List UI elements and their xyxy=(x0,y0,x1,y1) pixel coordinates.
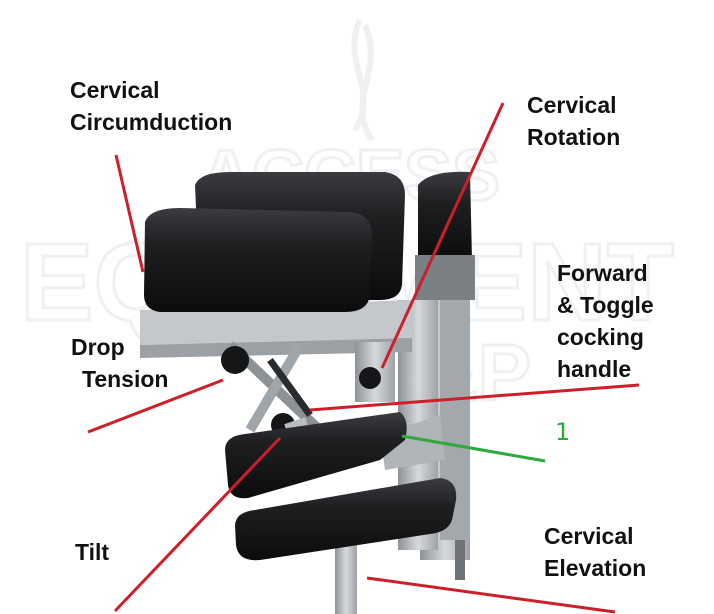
label-line: Circumduction xyxy=(70,109,233,135)
label-tilt: Tilt xyxy=(75,536,109,568)
label-cervical-rotation: Cervical Rotation xyxy=(527,89,620,153)
pointer-forward-toggle xyxy=(309,383,640,412)
label-line: Elevation xyxy=(544,555,647,581)
head-cushions xyxy=(144,172,405,312)
label-line: Forward xyxy=(557,260,648,286)
label-line: Cervical xyxy=(527,92,617,118)
pointer-lines xyxy=(87,102,640,614)
label-line: Tension xyxy=(82,366,169,392)
label-cervical-circumduction: Cervical Circumduction xyxy=(70,74,232,138)
pointer-circumduction xyxy=(114,154,145,273)
pointer-tilt xyxy=(113,436,282,613)
pointer-drop-tension xyxy=(87,378,224,434)
lower-cushions xyxy=(225,412,457,561)
label-line: Tilt xyxy=(75,539,110,565)
label-line: Rotation xyxy=(527,124,621,150)
label-line: cocking xyxy=(557,324,644,350)
pointer-elevation xyxy=(366,576,616,614)
marker-1-label: 1 xyxy=(555,418,571,446)
label-forward-toggle-cocking-handle: Forward & Toggle cocking handle xyxy=(557,257,654,385)
label-line: Drop xyxy=(71,334,125,360)
label-drop-tension: Drop Tension xyxy=(71,331,168,395)
label-cervical-elevation: Cervical Elevation xyxy=(544,520,646,584)
pointer-marker-1 xyxy=(401,434,546,463)
label-line: & Toggle xyxy=(557,292,654,318)
label-line: Cervical xyxy=(544,523,634,549)
pointer-rotation xyxy=(380,102,505,369)
label-line: handle xyxy=(557,356,632,382)
label-line: Cervical xyxy=(70,77,160,103)
